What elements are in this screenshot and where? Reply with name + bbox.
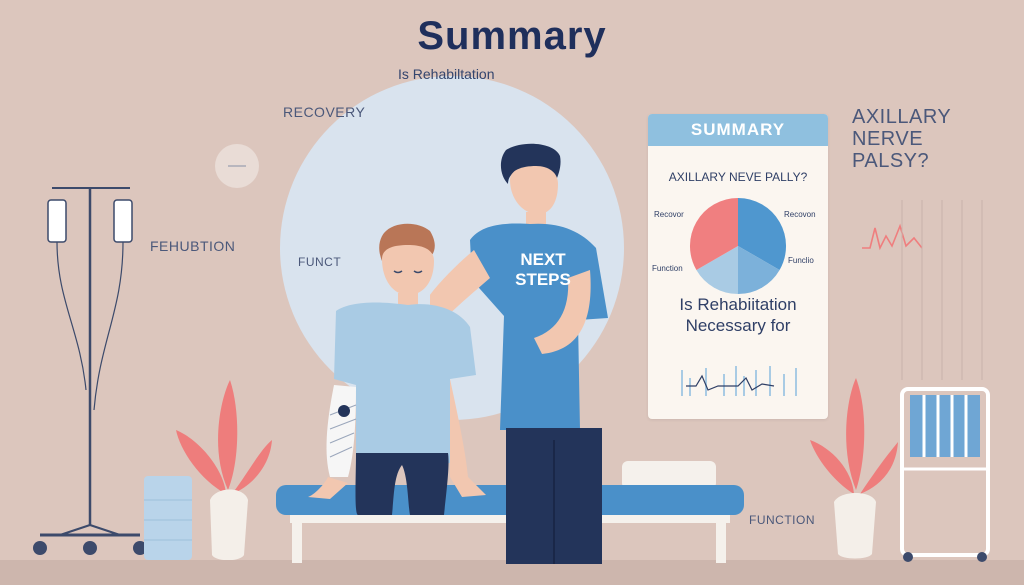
ecg-waveform	[862, 223, 923, 251]
card-waveform	[681, 366, 797, 396]
label-axillary-nerve-palsy: AXILLARY NERVE PALSY?	[852, 106, 951, 172]
axillary-line2: NERVE	[852, 128, 924, 150]
label-recovery: RECOVERY	[283, 104, 366, 120]
summary-card: SUMMARY AXILLARY NEVE PALLY? Recovor Rec…	[648, 114, 828, 419]
label-function-bottom: FUNCTION	[749, 513, 815, 527]
axillary-line3: PALSY?	[852, 150, 930, 172]
iv-pole	[33, 187, 147, 555]
pie-chart	[689, 197, 787, 294]
summary-card-question: AXILLARY NEVE PALLY?	[668, 170, 808, 184]
label-fehubtion: FEHUBTION	[150, 238, 236, 254]
pie-label-right-bottom: Funclio	[788, 256, 814, 265]
pie-label-left-top: Recovor	[654, 210, 684, 219]
shirt-line2: STEPS	[515, 270, 571, 289]
label-funct: FUNCT	[298, 255, 342, 269]
pie-label-left-bottom: Function	[652, 264, 683, 273]
shirt-text: NEXT STEPS	[500, 250, 586, 290]
summary-card-text: Is Rehabiitation Necessary for	[648, 294, 828, 336]
right-plant	[810, 378, 898, 559]
pie-slice-mid	[738, 246, 780, 294]
pie-slice-red	[689, 197, 738, 270]
pie-slice-blue	[738, 197, 787, 270]
patient-figure	[308, 223, 486, 515]
storage-jar	[144, 476, 192, 560]
axillary-line1: AXILLARY	[852, 106, 952, 128]
page-subtitle: Is Rehabiltation	[398, 66, 495, 82]
pillow	[622, 461, 716, 489]
summary-card-header: SUMMARY	[648, 114, 828, 146]
side-cabinet	[900, 387, 990, 562]
pie-slice-light	[696, 246, 738, 294]
wall-grid	[901, 200, 983, 380]
left-plant	[144, 380, 272, 560]
summary-card-text-line2: Necessary for	[685, 316, 791, 335]
shirt-line1: NEXT	[520, 250, 566, 269]
pie-label-right-top: Recovon	[784, 210, 816, 219]
summary-card-text-line1: Is Rehabiitation	[679, 295, 797, 314]
page-title: Summary	[417, 14, 607, 58]
floor	[0, 560, 1024, 585]
